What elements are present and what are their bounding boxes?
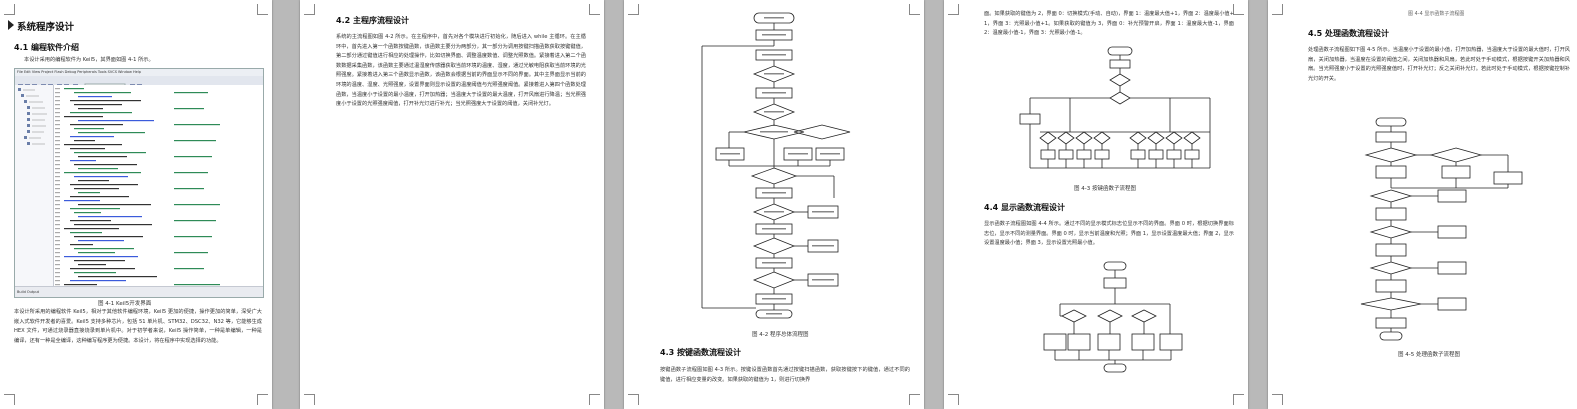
crop-mark: [304, 4, 315, 15]
crop-mark: [257, 4, 268, 15]
document-page-5: 图 4-4 显示函数子流程图 4.5 处理函数流程设计 处理函数子流程图如下图 …: [1268, 0, 1577, 409]
crop-mark: [1272, 394, 1283, 405]
figure-caption-4-1: 图 4-1 Keil5开发界面: [98, 301, 152, 307]
figure-caption-4-2: 图 4-2 程序总体流程图: [752, 332, 809, 338]
document-page-4: 面。如果获取的键值为 2，界面 0：切换模式(手动、自动)，界面 1：温度最大值…: [944, 0, 1248, 409]
document-page-2: 4.2 主程序流程设计 系统的主流程图如图 4-2 所示。在主程序中，首先对各个…: [300, 0, 604, 409]
crop-mark: [304, 394, 315, 405]
crop-mark: [589, 394, 600, 405]
section-heading-4-3: 4.3 按键函数流程设计: [660, 348, 741, 357]
crop-mark: [4, 394, 15, 405]
display-function-flowchart: [1043, 261, 1183, 373]
crop-mark: [909, 394, 920, 405]
crop-mark: [948, 394, 959, 405]
chapter-title: 系统程序设计: [17, 22, 75, 33]
body-paragraph-top: 面。如果获取的键值为 2，界面 0：切换模式(手动、自动)，界面 1：温度最大值…: [984, 11, 1234, 37]
crop-mark: [589, 4, 600, 15]
crop-mark: [628, 394, 639, 405]
crop-mark: [1233, 4, 1244, 15]
ide-menu-bar: File Edit View Project Flash Debug Perip…: [15, 69, 263, 76]
body-paragraph: 处理函数子流程图如下图 4-5 所示。当温度小于设置的最小值，打开加热器，当温度…: [1308, 47, 1570, 82]
section-heading-4-1: 4.1 编程软件介绍: [14, 43, 79, 52]
document-page-3: 图 4-2 程序总体流程图 4.3 按键函数流程设计 按键函数子流程图如图 4-…: [624, 0, 924, 409]
main-program-flowchart: [701, 12, 851, 319]
figure-caption-4-5: 图 4-5 处理函数子流程图: [1398, 352, 1460, 358]
figure-caption-4-3: 图 4-3 按键函数子流程图: [1074, 186, 1136, 192]
section-heading-4-4: 4.4 显示函数流程设计: [984, 203, 1065, 212]
crop-mark: [909, 4, 920, 15]
crop-mark: [257, 394, 268, 405]
crop-mark: [4, 4, 15, 15]
document-page-1: 系统程序设计 4.1 编程软件介绍 本设计采用的编程软件为 Keil5，其界面如…: [0, 0, 272, 409]
project-tree-panel[interactable]: [15, 85, 54, 287]
section-heading-4-5: 4.5 处理函数流程设计: [1308, 29, 1389, 38]
intro-paragraph: 本设计采用的编程软件为 Keil5，其界面如图 4-1 所示。: [24, 57, 154, 63]
page-header-caption: 图 4-4 显示函数子流程图: [1408, 11, 1465, 17]
crop-mark: [628, 4, 639, 15]
chapter-marker-icon: [8, 20, 14, 30]
section-heading-4-2: 4.2 主程序流程设计: [336, 16, 409, 25]
body-paragraph: 显示函数子流程图如图 4-4 所示。通过不同的显示模式标志位显示不同的界面。界面…: [984, 221, 1234, 247]
process-function-flowchart: [1360, 117, 1523, 341]
key-function-flowchart: [1019, 46, 1211, 169]
crop-mark: [1233, 394, 1244, 405]
ide-status-bar: Build Output: [15, 286, 263, 297]
code-editor-panel[interactable]: [54, 85, 263, 287]
crop-mark: [1272, 4, 1283, 15]
keil-ide-screenshot: File Edit View Project Flash Debug Perip…: [14, 68, 264, 298]
body-paragraph: 按键函数子流程图如图 4-3 所示。按键设置函数首先通过按键扫描函数，获取按键按…: [660, 367, 910, 383]
body-paragraph: 系统的主流程图如图 4-2 所示。在主程序中，首先对各个模块进行初始化，随后进入…: [336, 34, 586, 108]
body-paragraph: 本设计所采用的编程软件 Keil5，相对于其他软件编程环境，Keil5 更加的便…: [14, 309, 262, 344]
crop-mark: [948, 4, 959, 15]
